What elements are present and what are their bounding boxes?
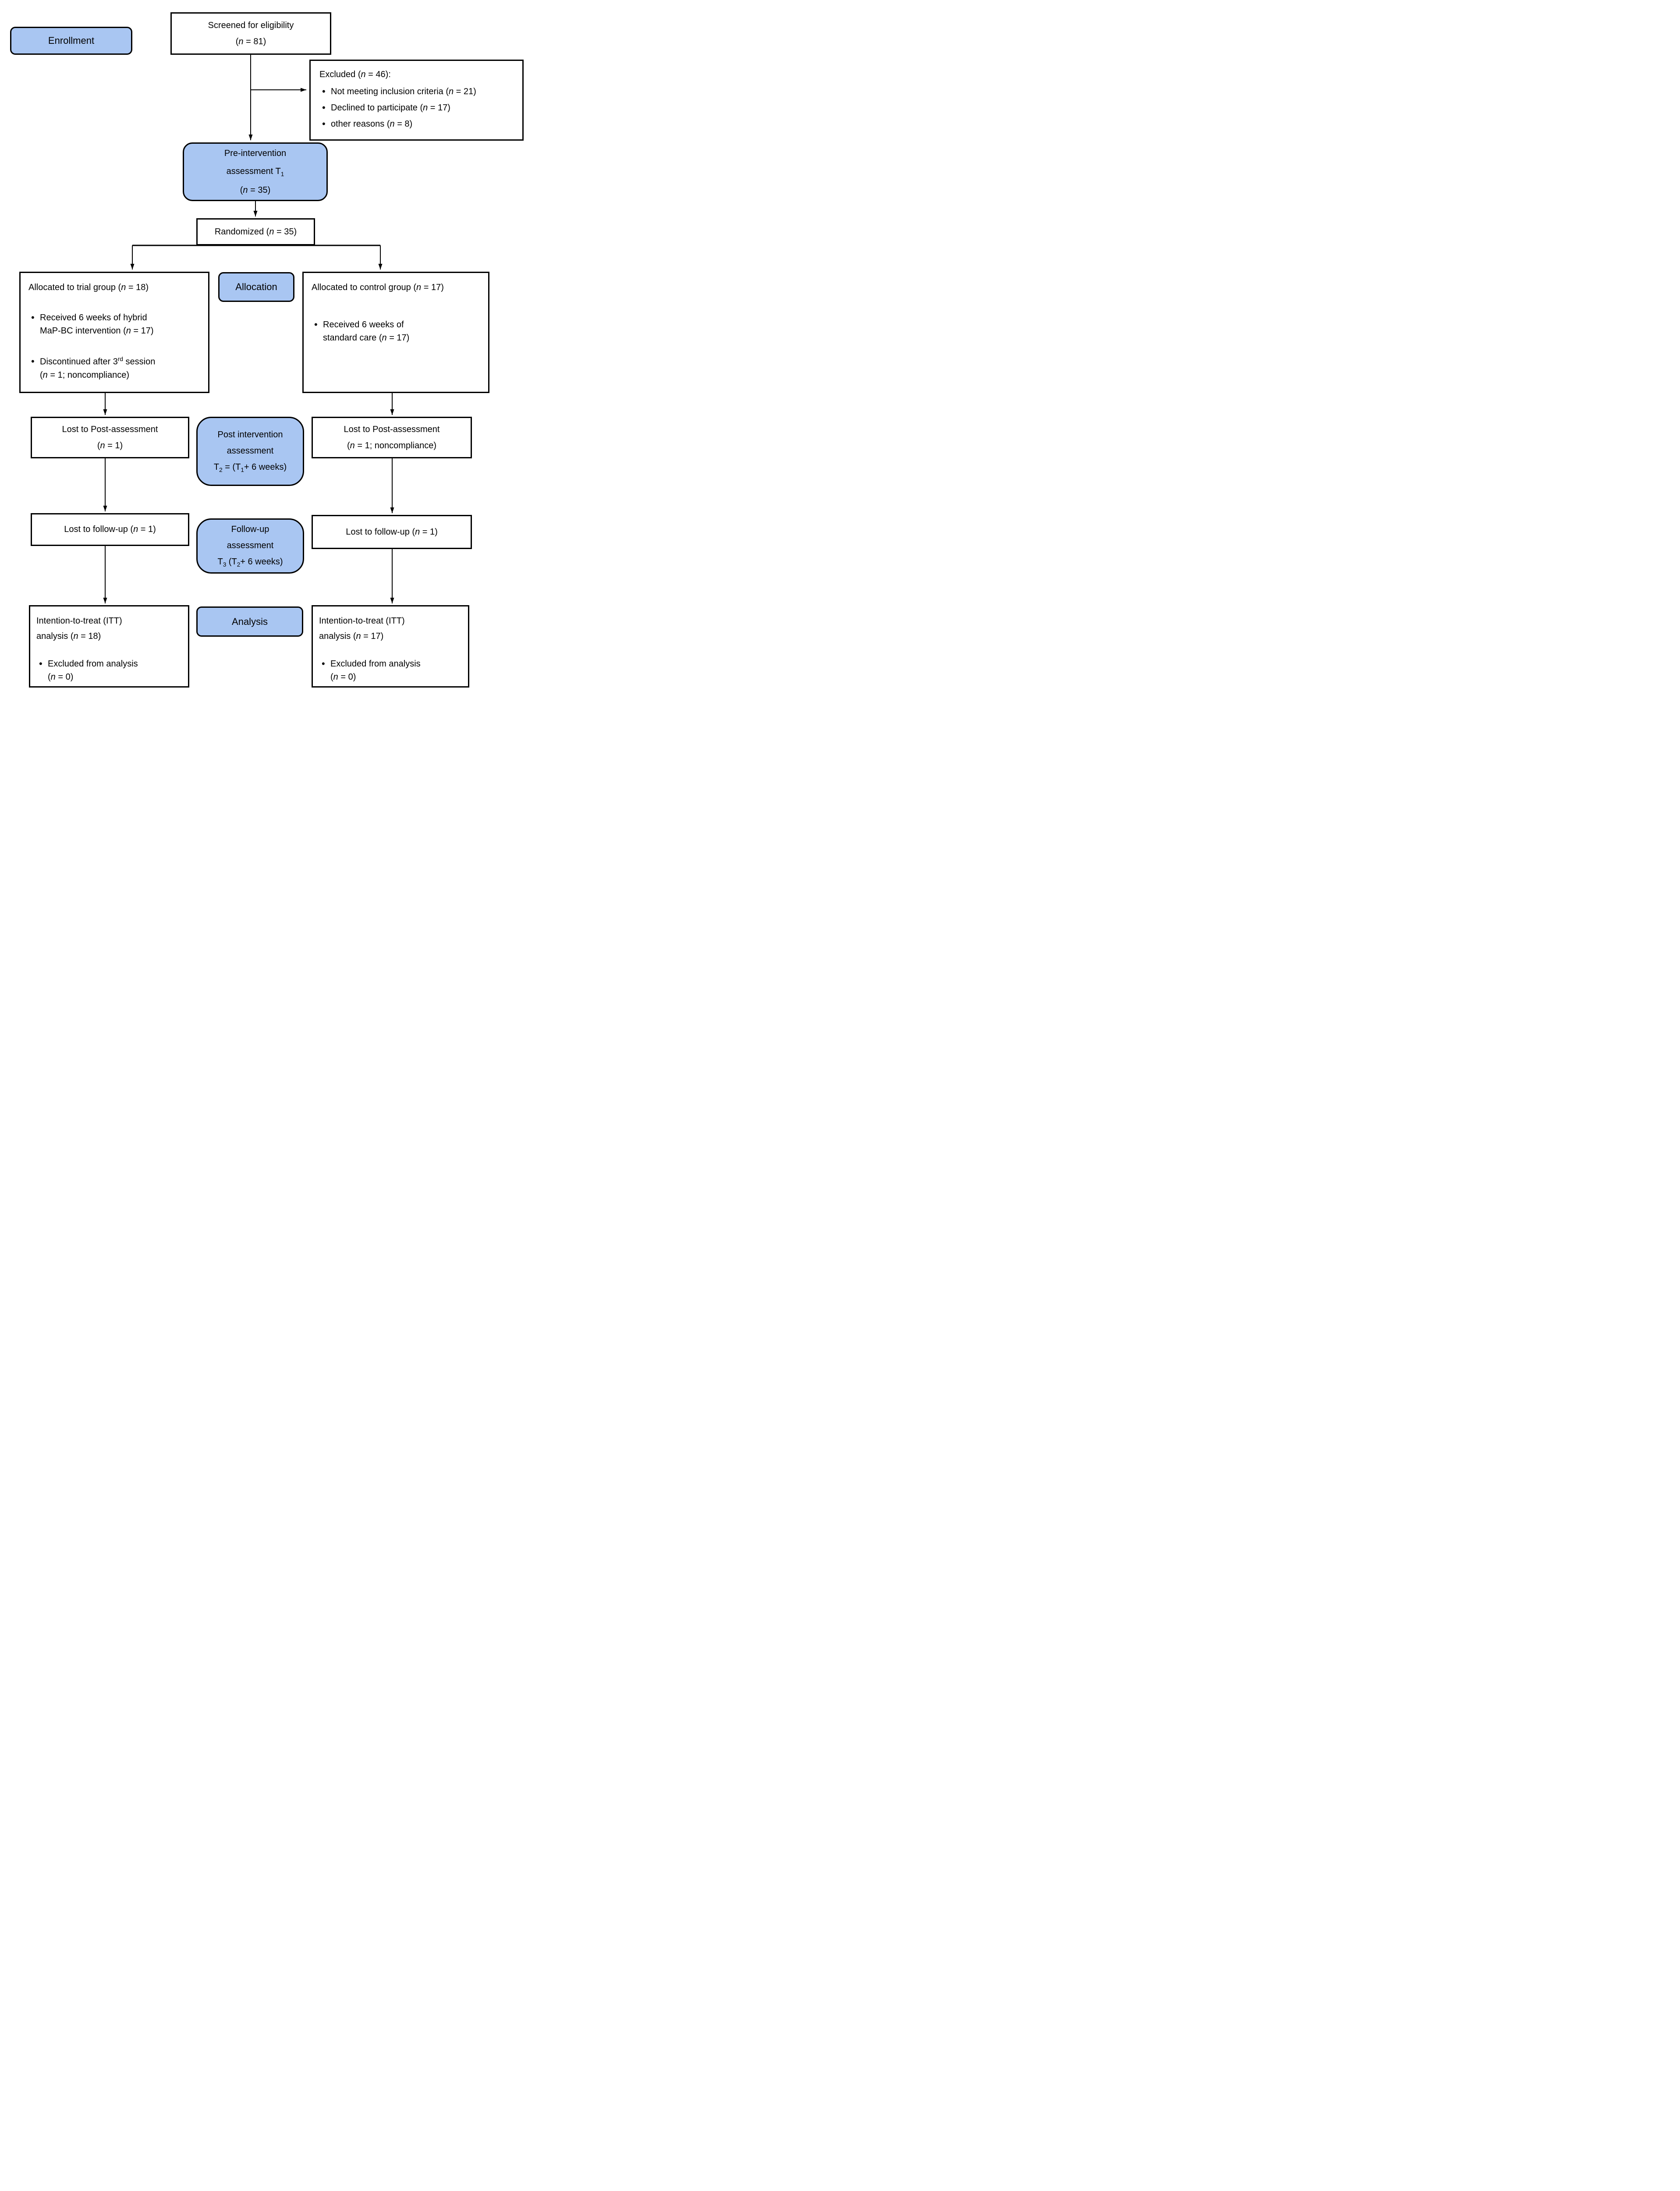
bullet-item: Declined to participate (n = 17) bbox=[319, 100, 519, 115]
lost-post-trial-box: Lost to Post-assessment (n = 1) bbox=[31, 417, 189, 458]
itt-control-bullet-list: Excluded from analysis(n = 0) bbox=[319, 656, 464, 684]
consort-diagram: Enrollment Screened for eligibility (n =… bbox=[0, 0, 525, 699]
control-group-box: Allocated to control group (n = 17) Rece… bbox=[302, 272, 489, 393]
itt-control-line2: analysis (n = 17) bbox=[319, 631, 384, 641]
itt-trial-line1: Intention-to-treat (ITT) bbox=[36, 616, 122, 626]
itt-trial-box: Intention-to-treat (ITT) analysis (n = 1… bbox=[29, 605, 189, 688]
pre-line1: Pre-intervention bbox=[224, 148, 287, 158]
stage-analysis: Analysis bbox=[196, 606, 303, 637]
screened-box: Screened for eligibility (n = 81) bbox=[170, 12, 331, 55]
pre-line3: (n = 35) bbox=[240, 185, 271, 195]
excluded-title: Excluded (n = 46): bbox=[319, 70, 391, 79]
screened-line1: Screened for eligibility bbox=[208, 20, 294, 30]
stage-enrollment: Enrollment bbox=[10, 27, 132, 55]
stage-analysis-label: Analysis bbox=[232, 616, 268, 627]
lost-followup-trial-label: Lost to follow-up (n = 1) bbox=[64, 525, 156, 534]
itt-control-line1: Intention-to-treat (ITT) bbox=[319, 616, 405, 626]
excluded-bullet-list: Not meeting inclusion criteria (n = 21)D… bbox=[319, 84, 519, 131]
stage-enrollment-label: Enrollment bbox=[48, 35, 95, 46]
followup-assessment-box: Follow-up assessment T3 (T2+ 6 weeks) bbox=[196, 518, 304, 574]
screened-line2: (n = 81) bbox=[235, 36, 266, 46]
trial-group-box: Allocated to trial group (n = 18) Receiv… bbox=[19, 272, 209, 393]
pre-intervention-box: Pre-intervention assessment T1 (n = 35) bbox=[183, 142, 328, 201]
excluded-box: Excluded (n = 46): Not meeting inclusion… bbox=[309, 60, 524, 141]
itt-control-box: Intention-to-treat (ITT) analysis (n = 1… bbox=[312, 605, 469, 688]
lost-followup-trial-box: Lost to follow-up (n = 1) bbox=[31, 513, 189, 546]
bullet-item: Not meeting inclusion criteria (n = 21) bbox=[319, 84, 519, 99]
lost-followup-control-label: Lost to follow-up (n = 1) bbox=[346, 527, 438, 537]
itt-trial-line2: analysis (n = 18) bbox=[36, 631, 101, 641]
bullet-item: other reasons (n = 8) bbox=[319, 117, 519, 131]
stage-allocation-label: Allocation bbox=[235, 281, 277, 292]
bullet-item: Excluded from analysis(n = 0) bbox=[36, 656, 184, 684]
control-group-title: Allocated to control group (n = 17) bbox=[312, 283, 444, 292]
bullet-item: Excluded from analysis(n = 0) bbox=[319, 656, 464, 684]
lost-followup-control-box: Lost to follow-up (n = 1) bbox=[312, 515, 472, 549]
bullet-item: Discontinued after 3rd session(n = 1; no… bbox=[28, 354, 204, 382]
post-assessment-line1: Post intervention bbox=[217, 429, 283, 440]
followup-line1: Follow-up bbox=[231, 524, 269, 534]
lost-post-control-box: Lost to Post-assessment (n = 1; noncompl… bbox=[312, 417, 472, 458]
followup-line3: T3 (T2+ 6 weeks) bbox=[217, 557, 283, 568]
stage-allocation: Allocation bbox=[218, 272, 294, 302]
lost-post-control-line2: (n = 1; noncompliance) bbox=[347, 440, 437, 450]
pre-line2: assessment T1 bbox=[226, 166, 284, 177]
randomized-label: Randomized (n = 35) bbox=[214, 227, 297, 237]
followup-line2: assessment bbox=[227, 540, 274, 550]
randomized-box: Randomized (n = 35) bbox=[196, 218, 315, 245]
lost-post-trial-line1: Lost to Post-assessment bbox=[62, 424, 158, 434]
lost-post-trial-line2: (n = 1) bbox=[97, 440, 123, 450]
post-assessment-line2: assessment bbox=[227, 446, 274, 456]
post-assessment-box: Post intervention assessment T2 = (T1+ 6… bbox=[196, 417, 304, 486]
lost-post-control-line1: Lost to Post-assessment bbox=[344, 424, 440, 434]
trial-group-title: Allocated to trial group (n = 18) bbox=[28, 283, 149, 292]
post-assessment-line3: T2 = (T1+ 6 weeks) bbox=[213, 462, 287, 473]
itt-trial-bullet-list: Excluded from analysis(n = 0) bbox=[36, 656, 184, 684]
